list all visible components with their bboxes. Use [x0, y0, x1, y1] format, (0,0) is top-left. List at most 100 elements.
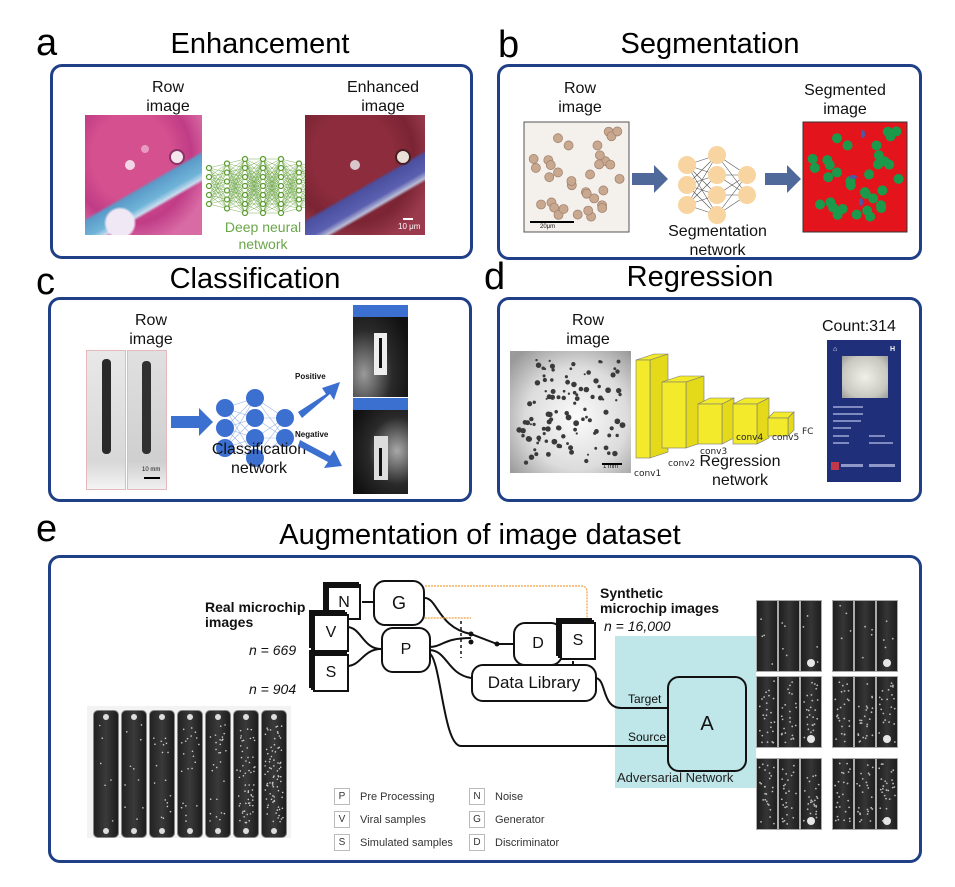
legend-text: Discriminator — [495, 836, 560, 849]
network-node — [246, 429, 264, 447]
legend-item: V Viral samples — [334, 811, 426, 828]
colony — [565, 379, 571, 385]
segmented-cell — [860, 188, 871, 199]
home-icon: ⌂ — [833, 346, 838, 353]
colony — [566, 442, 569, 445]
blood-cell — [558, 204, 569, 214]
cnn-layer-label: conv1 — [634, 469, 661, 479]
segmented-cell — [876, 202, 887, 213]
colony — [587, 418, 592, 423]
panel-c-letter: c — [36, 261, 55, 303]
network-node — [223, 178, 231, 185]
colony — [547, 411, 553, 418]
cnn-layer-label: conv5 — [772, 433, 799, 443]
network-node — [216, 419, 234, 437]
target-label: Target — [628, 692, 662, 706]
segmented-cell — [809, 162, 820, 173]
colony — [583, 387, 589, 393]
real-chip-photo — [233, 710, 259, 838]
panel-b-letter: b — [498, 24, 520, 66]
colony — [525, 436, 532, 442]
data-library-node: Data Library — [471, 664, 597, 702]
colony — [613, 367, 617, 371]
blood-cell — [563, 140, 574, 151]
colony — [615, 387, 622, 394]
synthetic-chip-photo — [876, 676, 898, 748]
blood-cell — [594, 150, 605, 161]
network-node — [205, 182, 213, 190]
blood-cell — [598, 185, 609, 196]
panel-c-negative-result-screen — [353, 398, 408, 494]
blood-cell — [605, 159, 616, 170]
legend-key: S — [334, 834, 350, 851]
segmented-cell — [837, 203, 848, 214]
segmented-cell — [828, 202, 839, 213]
colony — [615, 433, 619, 438]
colony — [593, 378, 599, 384]
colony — [529, 423, 532, 426]
network-node — [259, 209, 267, 217]
colony — [598, 360, 602, 364]
legend-key: N — [469, 788, 485, 805]
colony — [544, 389, 547, 393]
panel-d-letter: d — [484, 256, 506, 298]
colony — [556, 395, 561, 400]
network-node — [277, 191, 285, 199]
real-chip-photo — [149, 710, 175, 838]
blood-cell — [544, 172, 555, 183]
segmented-cell — [864, 169, 875, 180]
colony — [541, 426, 546, 431]
segmented-cell — [824, 160, 835, 171]
panel-b-arrow-2 — [765, 165, 801, 193]
network-node — [295, 160, 303, 167]
cnn-layer-block — [767, 417, 789, 437]
colony — [542, 377, 548, 383]
cnn-layer-label: conv2 — [668, 459, 695, 469]
panel-e-flow-wiring — [346, 585, 667, 747]
blood-cell — [581, 188, 592, 199]
blood-cell — [566, 176, 577, 186]
colony — [532, 422, 536, 427]
network-node — [241, 173, 249, 181]
colony — [567, 392, 571, 395]
colony — [521, 434, 525, 438]
colony — [525, 420, 531, 426]
blood-cell — [614, 173, 625, 184]
colony — [607, 433, 612, 438]
blood-cell — [585, 169, 595, 180]
colony — [555, 425, 561, 431]
colony — [583, 373, 586, 376]
colony — [610, 372, 616, 378]
synthetic-chip-photo — [778, 758, 800, 830]
network-node — [277, 209, 285, 217]
colony — [571, 361, 576, 367]
network-node — [223, 196, 231, 203]
network-node — [205, 164, 213, 172]
panel-b-arrow-1 — [632, 165, 668, 193]
colony — [573, 401, 577, 405]
colony — [594, 446, 598, 450]
blood-cell — [583, 205, 594, 216]
panel-a-scale-bar-label: 10 μm — [398, 222, 421, 231]
colony — [542, 432, 546, 436]
adversarial-node: A — [667, 676, 747, 772]
legend-item: P Pre Processing — [334, 788, 435, 805]
colony — [562, 389, 566, 393]
colony — [581, 417, 585, 422]
colony — [565, 414, 572, 421]
colony — [533, 448, 537, 452]
network-node — [259, 191, 267, 199]
simulated-samples-stack: S — [309, 650, 349, 692]
colony — [603, 409, 609, 415]
network-node — [277, 155, 285, 163]
panel-c-title: Classification — [169, 263, 341, 295]
colony — [569, 367, 573, 371]
colony — [542, 374, 546, 378]
